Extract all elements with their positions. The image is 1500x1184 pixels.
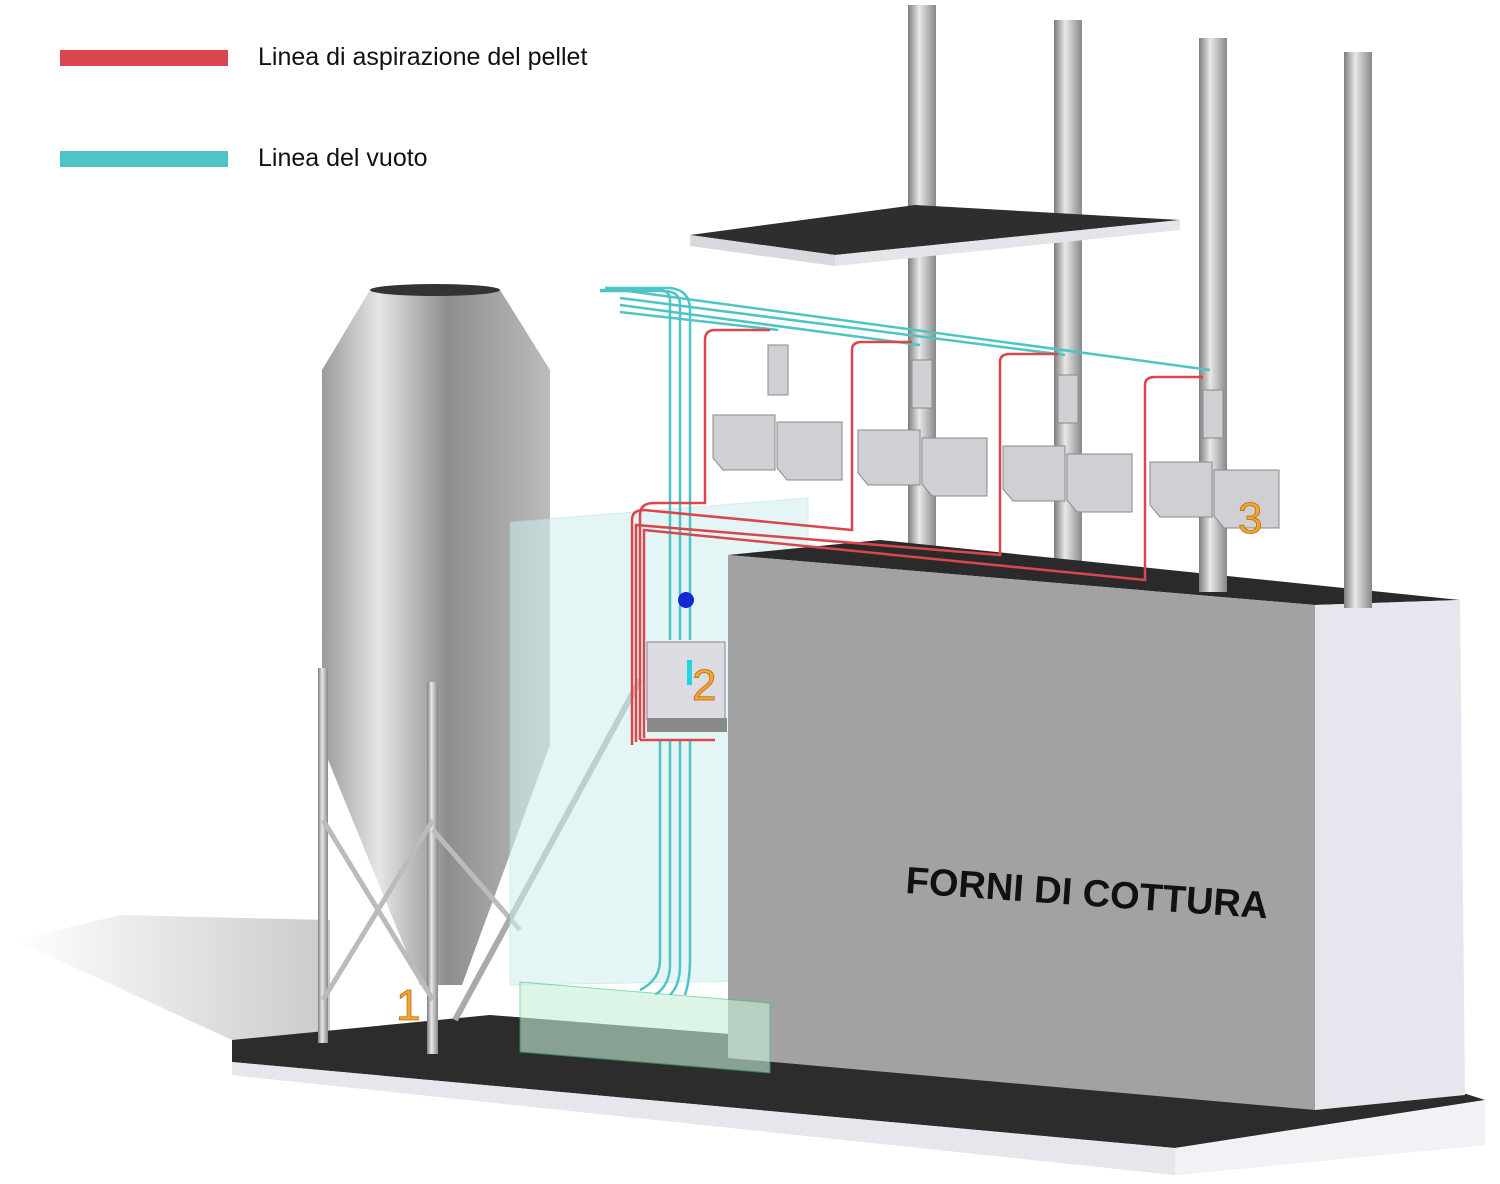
vacuum-lines — [600, 286, 1211, 997]
distributor-box — [646, 592, 727, 732]
legend-label-pellet: Linea di aspirazione del pellet — [258, 43, 588, 71]
legend-label-vacuum: Linea del vuoto — [258, 144, 428, 172]
ground-shadow — [15, 915, 330, 1040]
marker-2: 2 — [692, 661, 716, 710]
platform-shelf — [690, 205, 1180, 266]
furnace-block — [728, 540, 1465, 1110]
chimney-poles — [908, 5, 1372, 612]
marker-1: 1 — [396, 981, 420, 1030]
legend-swatch-pellet — [60, 50, 228, 66]
filter-box — [519, 981, 771, 1074]
marker-3: 3 — [1238, 494, 1262, 543]
pellet-lines — [630, 328, 1203, 745]
legend-swatch-vacuum — [60, 151, 228, 167]
hoppers — [712, 344, 1280, 529]
